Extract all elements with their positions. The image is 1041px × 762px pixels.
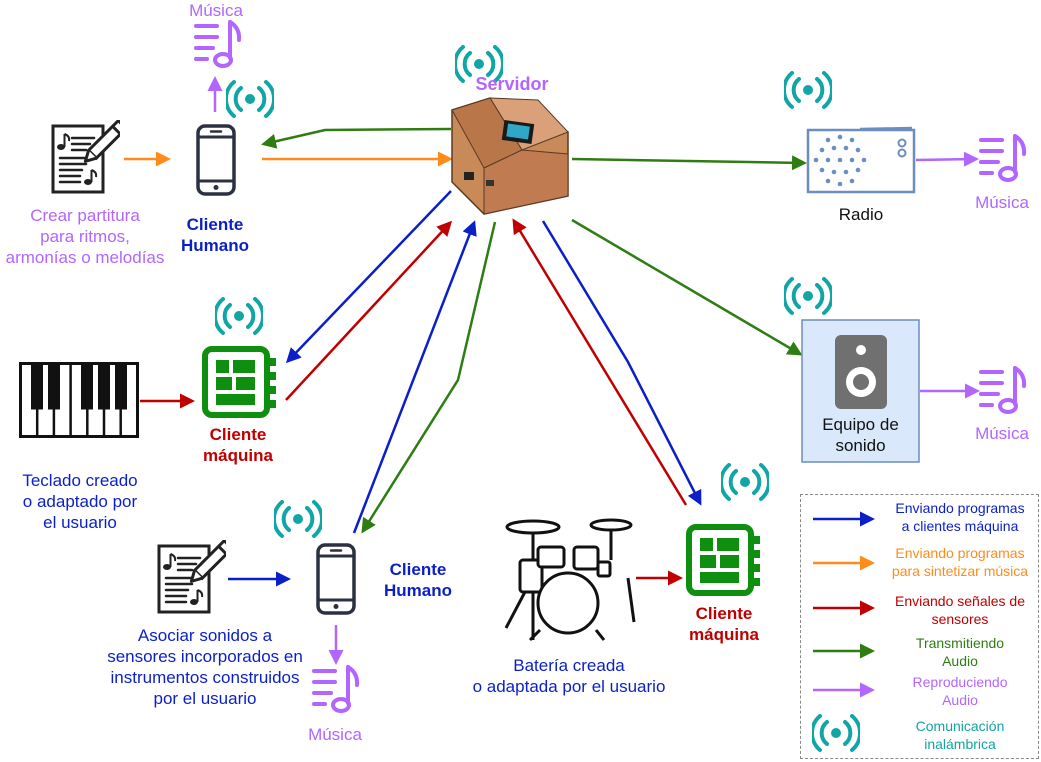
- music-score-icon: [51, 120, 120, 194]
- speaker-icon: [801, 319, 920, 463]
- music-note-icon: [194, 20, 242, 68]
- arrow-server-to-radio: [571, 155, 807, 171]
- music-score-icon: [157, 540, 226, 614]
- legend: [800, 494, 1039, 759]
- radio-icon: [806, 126, 916, 194]
- music-label-radio: Música: [975, 193, 1029, 212]
- sensors-description: Asociar sonidos a sensores incorporados …: [107, 626, 303, 708]
- machine-client-right-label: Cliente máquina: [689, 604, 759, 644]
- smartphone-icon: [316, 543, 356, 615]
- arrow-server-to-phone-top: [261, 127, 452, 149]
- arrow-server-to-chip-left: [285, 190, 452, 364]
- microcontroller-icon: [205, 349, 276, 415]
- speaker-label: Equipo de sonido: [822, 415, 899, 455]
- keyboard-description: Teclado creado o adaptado por el usuario: [22, 471, 138, 532]
- radio-label: Radio: [838, 205, 884, 224]
- wireless-icon: [274, 500, 322, 538]
- wireless-icon: [226, 80, 274, 118]
- music-note-icon: [979, 366, 1027, 414]
- human-client-top-label: Cliente Humano: [181, 215, 249, 255]
- music-label-speaker: Música: [975, 424, 1029, 443]
- server-box-icon: [451, 97, 569, 215]
- wireless-icon: [784, 71, 832, 109]
- drum-kit-icon: [504, 518, 636, 642]
- smartphone-icon: [196, 124, 236, 196]
- arrow-server-to-chip-right: [541, 220, 702, 506]
- arrow-phone-bottom-to-server: [352, 220, 477, 534]
- microcontroller-icon: [689, 527, 760, 593]
- music-label-top: Música: [189, 1, 243, 20]
- human-client-bottom-label: Cliente Humano: [384, 560, 452, 600]
- machine-client-left-label: Cliente máquina: [203, 425, 273, 465]
- arrow-server-to-speaker: [571, 218, 803, 356]
- music-label-bottom: Música: [308, 725, 362, 744]
- arrow-chip-left-to-server: [285, 220, 453, 401]
- wireless-icon: [215, 297, 263, 335]
- music-note-icon: [979, 134, 1027, 182]
- score-description-top: Crear partitura para ritmos, armonías o …: [5, 206, 165, 267]
- arrow-server-to-phone-bottom: [361, 221, 497, 534]
- drums-description: Batería creada o adaptada por el usuario: [472, 656, 666, 696]
- server-label: Servidor: [475, 74, 549, 94]
- wireless-icon: [721, 463, 769, 501]
- piano-keyboard-icon: [19, 362, 139, 438]
- arrow-chip-right-to-server: [512, 218, 688, 506]
- wireless-icon: [784, 277, 832, 315]
- arrow-radio-to-music: [915, 151, 979, 167]
